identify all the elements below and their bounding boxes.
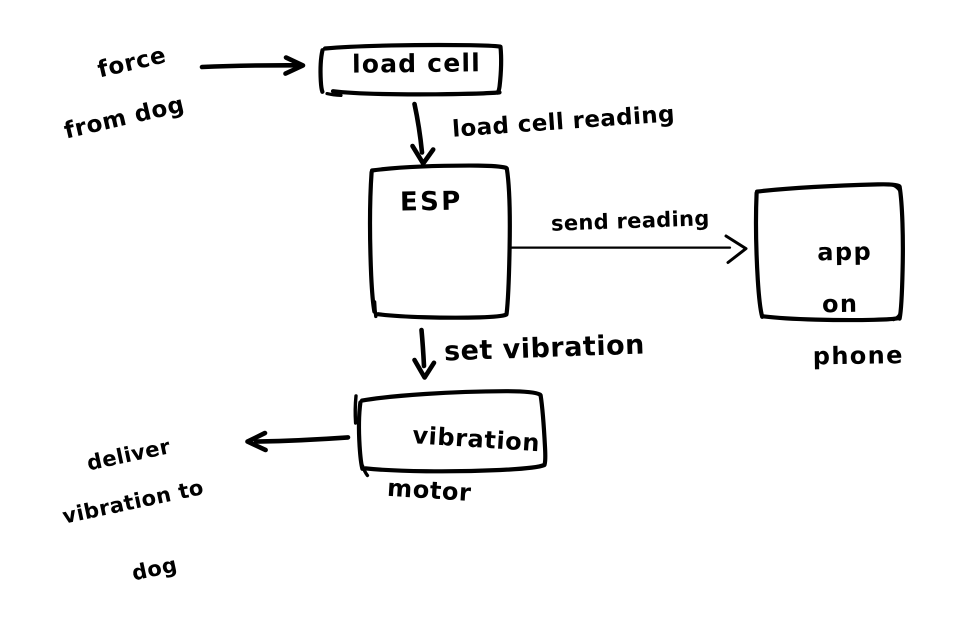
node-label-app-on-phone-line3: phone <box>812 340 905 370</box>
node-load-cell-box[interactable] <box>318 42 504 97</box>
node-label-vibration-motor-line2: motor <box>386 473 473 507</box>
edge-label-deliver-vibration-to-dog-line1: deliver <box>84 433 173 476</box>
edge-send-reading <box>507 234 748 264</box>
node-esp-box[interactable] <box>368 163 512 320</box>
edge-label-force-from-dog-line1: force <box>95 42 169 84</box>
node-label-esp: ESP <box>399 186 464 218</box>
edge-deliver-vibration-to-dog <box>245 430 351 453</box>
sketch-diagram-canvas: force from dog load cell load cell readi… <box>60 42 905 586</box>
node-vibration-motor-box[interactable] <box>353 389 548 478</box>
node-label-vibration-motor: vibration motor <box>369 395 542 562</box>
node-label-vibration-motor-line1: vibration <box>411 421 541 458</box>
edge-load-cell-reading <box>410 101 436 166</box>
node-label-app-on-phone-line2: on <box>821 289 859 318</box>
node-label-app-on-phone: app on phone <box>778 213 905 396</box>
node-label-load-cell: load cell <box>351 48 482 79</box>
edge-label-force-from-dog-line2: from dog <box>61 92 188 145</box>
node-app-on-phone-box[interactable] <box>753 182 905 323</box>
edge-label-deliver-vibration-to-dog-line2: vibration to <box>60 475 206 529</box>
edge-label-deliver-vibration-to-dog-line3: dog <box>129 552 180 586</box>
node-label-app-on-phone-line1: app <box>817 237 873 267</box>
edge-force-from-dog <box>199 55 306 76</box>
edge-label-set-vibration: set vibration <box>443 329 646 368</box>
edge-set-vibration <box>412 327 437 380</box>
diagram-strokes <box>199 42 905 478</box>
